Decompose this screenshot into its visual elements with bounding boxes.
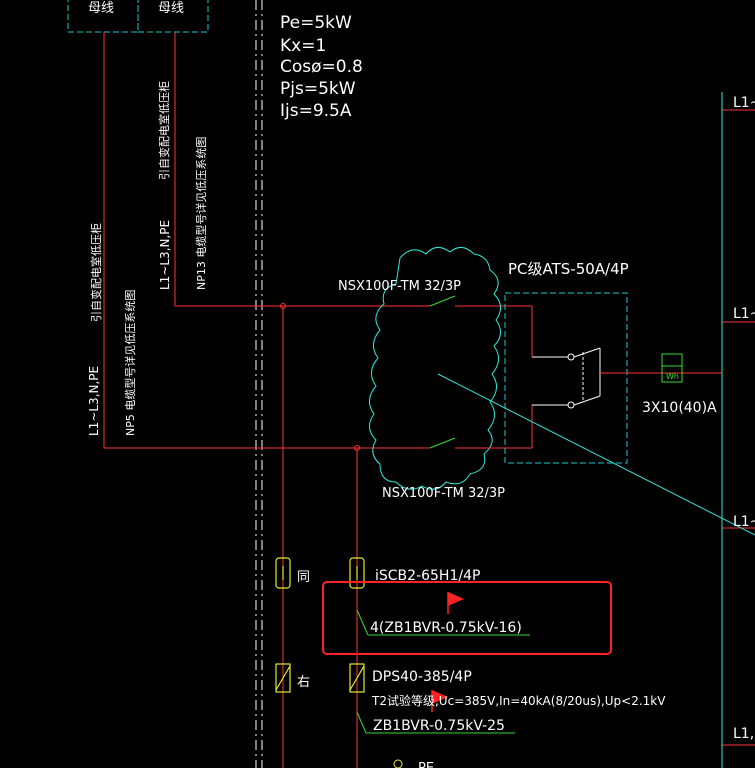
ats-switch-symbol xyxy=(532,347,628,409)
spd-symbols xyxy=(275,663,365,693)
feeder-left-source: 引自变配电室低压柜 xyxy=(89,223,103,322)
spd-breaker-symbols xyxy=(275,557,365,589)
bus-label-4: L1, xyxy=(733,726,754,742)
feeder-left-ref: NP5 电缆型号详见低压系统图 xyxy=(123,290,137,436)
spd-breaker-wire: 4(ZB1BVR-0.75kV-16) xyxy=(370,620,522,636)
feeder-wires xyxy=(103,32,755,768)
kx-value: Kx=1 xyxy=(280,36,326,56)
cos-value: Cosø=0.8 xyxy=(280,57,363,77)
pe-value: Pe=5kW xyxy=(280,13,352,33)
leader-line xyxy=(437,373,755,536)
feeder-right-source: 引自变配电室低压柜 xyxy=(157,81,171,180)
busbar-right-label: 母线 xyxy=(158,1,184,16)
spd-breaker-model: iSCB2-65H1/4P xyxy=(375,568,480,584)
pe-label: PE xyxy=(418,761,434,768)
energy-meter-icon xyxy=(661,353,683,383)
revision-cloud xyxy=(369,247,501,490)
feeder-left-cable: L1~L3,N,PE xyxy=(87,366,101,436)
busbar-boxes: 母线 母线 xyxy=(67,0,209,33)
breaker-top-label: NSX100F-TM 32/3P xyxy=(338,279,461,294)
spd-model: DPS40-385/4P xyxy=(372,669,472,685)
feeder-right-ref: NP13 电缆型号详见低压系统图 xyxy=(194,137,208,290)
spd-wire: ZB1BVR-0.75kV-25 xyxy=(373,718,505,734)
bus-label-3: L1~ xyxy=(733,514,755,530)
flag-icon[interactable] xyxy=(431,690,448,712)
meter-rating: 3X10(40)A xyxy=(642,400,717,416)
busbar-left-label: 母线 xyxy=(88,1,114,16)
spd-side-mark: 右 xyxy=(297,675,310,690)
spd-spec: T2试验等级,Uc=385V,In=40kA(8/20us),Up<2.1kV xyxy=(371,693,666,708)
ground-icon xyxy=(393,759,403,768)
bus-label-1: L1~ xyxy=(733,95,755,111)
ats-label: PC级ATS-50A/4P xyxy=(508,260,629,278)
highlight-box[interactable] xyxy=(322,581,612,655)
load-calculation-block: Pe=5kW Kx=1 Cosø=0.8 Pjs=5kW Ijs=9.5A xyxy=(280,13,363,121)
feeder-right-cable: L1~L3,N,PE xyxy=(158,220,172,290)
breaker-bottom-label: NSX100F-TM 32/3P xyxy=(382,486,505,501)
bus-label-2: L1~ xyxy=(733,306,755,322)
junction-dot xyxy=(354,445,360,451)
ijs-value: Ijs=9.5A xyxy=(280,101,352,121)
ats-frame xyxy=(504,292,628,464)
pjs-value: Pjs=5kW xyxy=(280,79,356,99)
junction-dot xyxy=(280,303,286,309)
meter-label: Wh xyxy=(666,372,679,381)
flag-icon[interactable] xyxy=(447,592,464,614)
breaker-symbols xyxy=(429,295,495,449)
spd-breaker-side-mark: 同 xyxy=(297,570,310,585)
